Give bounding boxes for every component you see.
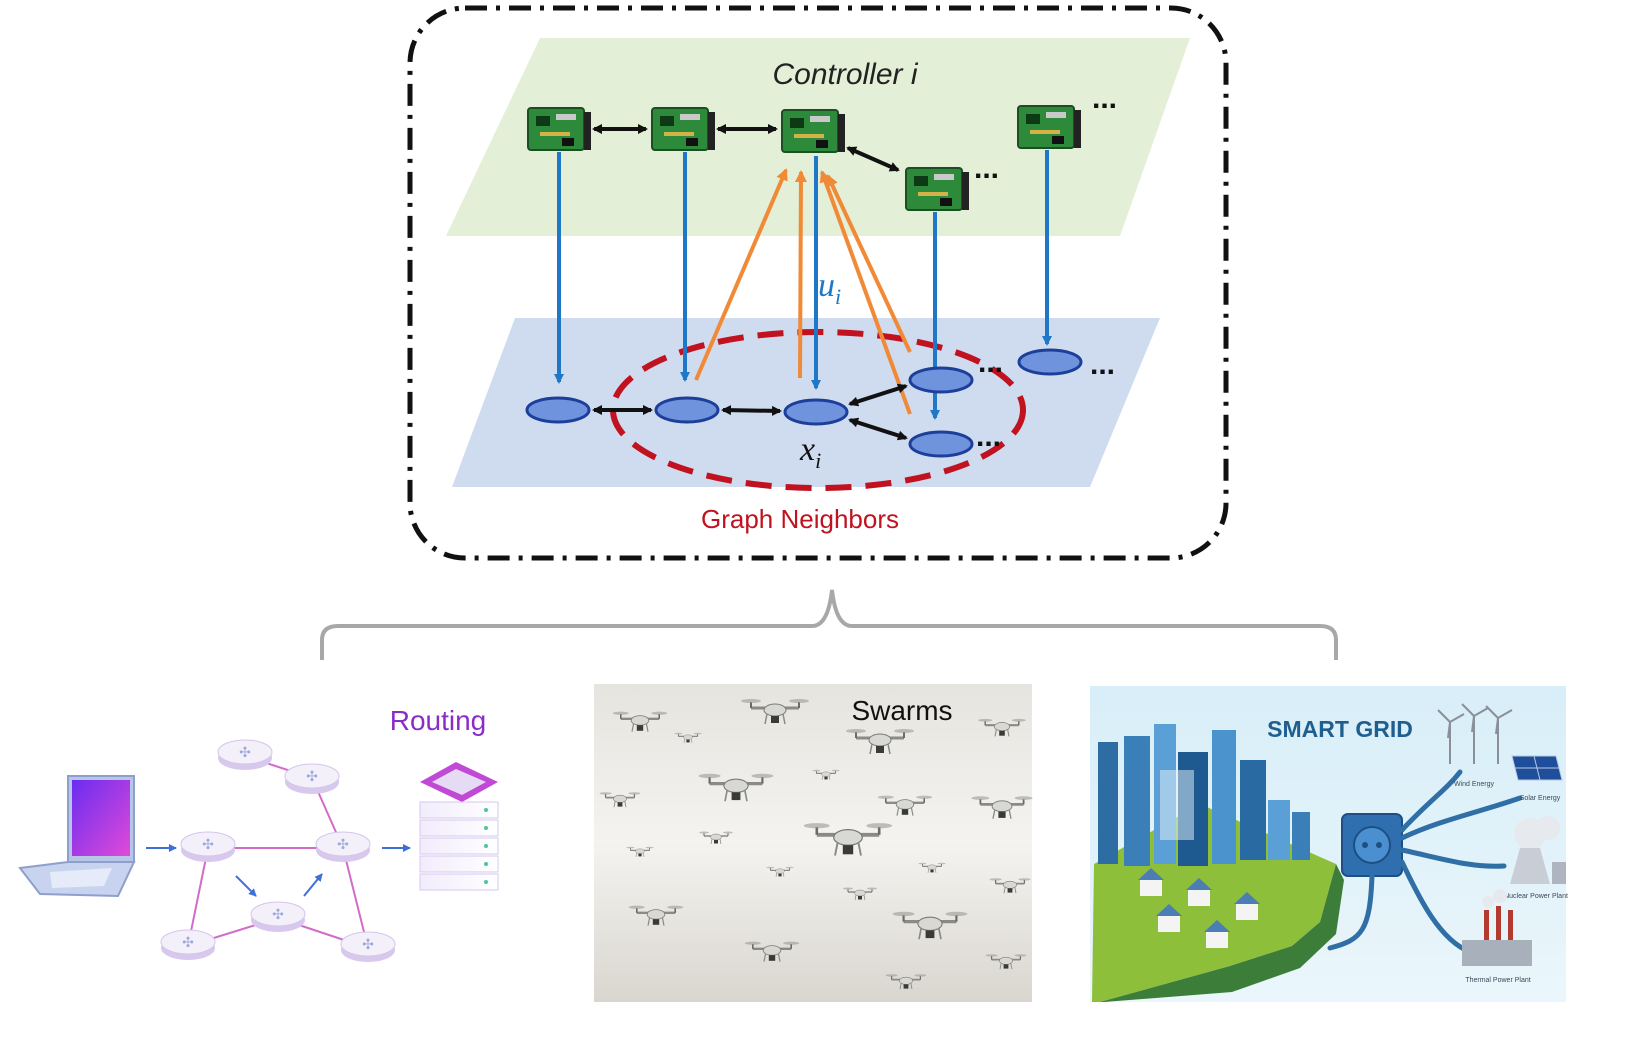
router-icon: ✣: [340, 931, 396, 962]
wind-energy-label: Wind Energy: [1454, 781, 1495, 788]
wind-turbine-icon: [1437, 703, 1513, 764]
drone-icon: [843, 887, 877, 901]
thermal-plant-label: Thermal Power Plant: [1465, 977, 1530, 984]
swarms-panel: Swarms: [594, 684, 1032, 1002]
drone-icon: [985, 954, 1027, 970]
drone-swarm: [599, 699, 1033, 990]
drone-icon: [892, 911, 968, 940]
drone-icon: [989, 878, 1031, 894]
drone-icon: [744, 941, 800, 962]
feedback-arrow: [826, 174, 912, 353]
drone-icon: [698, 773, 774, 802]
router-icon: ✣: [217, 739, 273, 770]
control-input-label: ui: [818, 267, 841, 309]
state-node: [1017, 348, 1083, 376]
controller-board: [1017, 105, 1081, 149]
state-link: [721, 405, 782, 416]
island-edge: [1100, 864, 1344, 1002]
svg-text:✣: ✣: [202, 836, 214, 852]
thermal-plant-icon: [1462, 889, 1532, 966]
drone-icon: [628, 905, 684, 926]
graph-neighbors-label: Graph Neighbors: [701, 504, 899, 534]
power-outlet-icon: [1341, 813, 1403, 877]
routing-panel: Routing ✣ ✣ ✣ ✣ ✣ ✣ ✣: [18, 705, 499, 962]
router-icon: ✣: [284, 763, 340, 794]
router-icon: ✣: [160, 929, 216, 960]
svg-text:✣: ✣: [362, 936, 374, 952]
svg-text:✣: ✣: [239, 744, 251, 760]
state-node-i: [783, 398, 849, 426]
svg-text:✣: ✣: [182, 934, 194, 950]
state-node: [525, 396, 591, 424]
drone-icon: [766, 866, 794, 877]
state-link: [848, 417, 908, 441]
solar-energy-label: Solar Energy: [1520, 795, 1561, 802]
routing-arrow: [303, 873, 323, 897]
drone-icon: [599, 792, 641, 808]
controller-link: [846, 146, 900, 172]
ellipsis-states: ...: [1090, 348, 1115, 381]
drone-icon: [812, 769, 840, 780]
routing-title: Routing: [390, 705, 487, 736]
smart-grid-panel: SMART GRID: [1090, 686, 1568, 1002]
controller-board: [905, 167, 969, 211]
laptop-icon: [18, 775, 136, 898]
ellipsis-controllers: ...: [974, 152, 999, 185]
drone-icon: [803, 823, 893, 856]
state-node: [908, 366, 974, 394]
drone-icon: [674, 732, 702, 743]
ellipsis-states: ...: [978, 346, 1003, 379]
drone-icon: [626, 846, 654, 857]
ellipsis-controllers: ...: [1092, 82, 1117, 115]
state-node: [654, 396, 720, 424]
controller-board-i: [781, 109, 845, 153]
controller-board: [527, 107, 591, 151]
smart-grid-title: SMART GRID: [1267, 716, 1413, 742]
nuclear-plant-label: Nuclear Power Plant: [1504, 893, 1568, 900]
svg-text:✣: ✣: [337, 836, 349, 852]
drone-icon: [978, 718, 1026, 737]
city-buildings: [1098, 724, 1310, 866]
svg-text:✣: ✣: [272, 906, 284, 922]
drone-icon: [741, 699, 809, 725]
controller-board: [651, 107, 715, 151]
ellipsis-states: ...: [976, 420, 1001, 453]
router-icon: ✣: [315, 831, 371, 862]
controller-title: Controller i: [772, 58, 918, 91]
drone-icon: [699, 831, 733, 845]
state-node: [908, 430, 974, 458]
nuclear-plant-icon: [1510, 816, 1566, 884]
drone-icon: [877, 795, 933, 816]
routing-arrow: [235, 875, 257, 897]
drone-icon: [918, 862, 946, 873]
drone-icon: [612, 711, 668, 732]
svg-text:✣: ✣: [306, 768, 318, 784]
router-icon: ✣: [180, 831, 236, 862]
application-brace: [320, 589, 1338, 660]
swarms-title: Swarms: [851, 695, 952, 726]
state-link: [848, 383, 908, 407]
feedback-arrow: [794, 170, 807, 379]
controller-frame: [407, 5, 1229, 561]
power-cables: [1327, 769, 1523, 955]
server-icon: [419, 762, 499, 891]
drone-icon: [846, 729, 914, 755]
drone-icon: [971, 796, 1033, 819]
solar-panel-icon: [1511, 755, 1563, 781]
houses: [1138, 868, 1260, 948]
feedback-arrow: [819, 170, 912, 415]
drone-icon: [885, 974, 927, 990]
router-icon: ✣: [250, 901, 306, 932]
feedback-arrow: [694, 168, 788, 381]
state-label: xi: [799, 431, 821, 473]
